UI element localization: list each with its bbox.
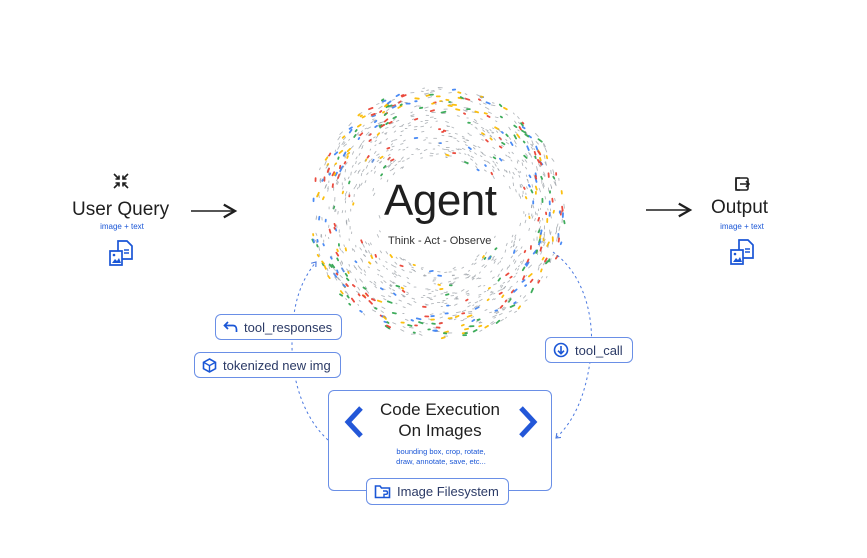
cube-icon: [202, 357, 217, 373]
tokenized-img-pill[interactable]: tokenized new img: [194, 352, 341, 378]
download-circle-icon: [553, 342, 569, 358]
agent-subtitle: Think - Act - Observe: [388, 235, 492, 247]
tool-call-label: tool_call: [575, 342, 623, 358]
tokenized-img-label: tokenized new img: [223, 357, 331, 373]
tool-responses-pill[interactable]: tool_responses: [215, 314, 343, 340]
code-brackets-icon: [519, 406, 538, 438]
tool-call-pill[interactable]: tool_call: [545, 337, 633, 363]
code-execution-description-line2: draw, annotate, save, etc...: [396, 457, 486, 466]
agent-title: Agent: [384, 176, 497, 225]
folder-code-icon: [374, 485, 391, 499]
tool-response-loop-line: [291, 261, 329, 441]
input-label: User Query: [72, 199, 170, 220]
code-execution-description: bounding box, crop, rotate, draw, annota…: [369, 447, 513, 467]
exit-arrow-icon: [734, 176, 751, 192]
collapse-arrows-icon: [112, 172, 130, 190]
image-document-icon: [108, 239, 134, 267]
undo-arrow-icon: [223, 321, 238, 332]
code-execution-title-line1: Code Execution: [379, 400, 501, 419]
code-brackets-icon: [344, 406, 363, 438]
tool-responses-label: tool_responses: [244, 319, 333, 335]
image-filesystem-label: Image Filesystem: [397, 484, 499, 499]
image-document-icon: [729, 238, 755, 266]
code-execution-box: Code Execution On Images bounding box, c…: [328, 390, 552, 491]
code-execution-description-line1: bounding box, crop, rotate,: [396, 447, 486, 456]
output-sublabel: image + text: [720, 222, 764, 231]
input-sublabel: image + text: [100, 222, 144, 231]
code-execution-title-line2: On Images: [398, 421, 482, 440]
output-label: Output: [711, 197, 769, 218]
image-filesystem-pill[interactable]: Image Filesystem: [366, 478, 509, 505]
